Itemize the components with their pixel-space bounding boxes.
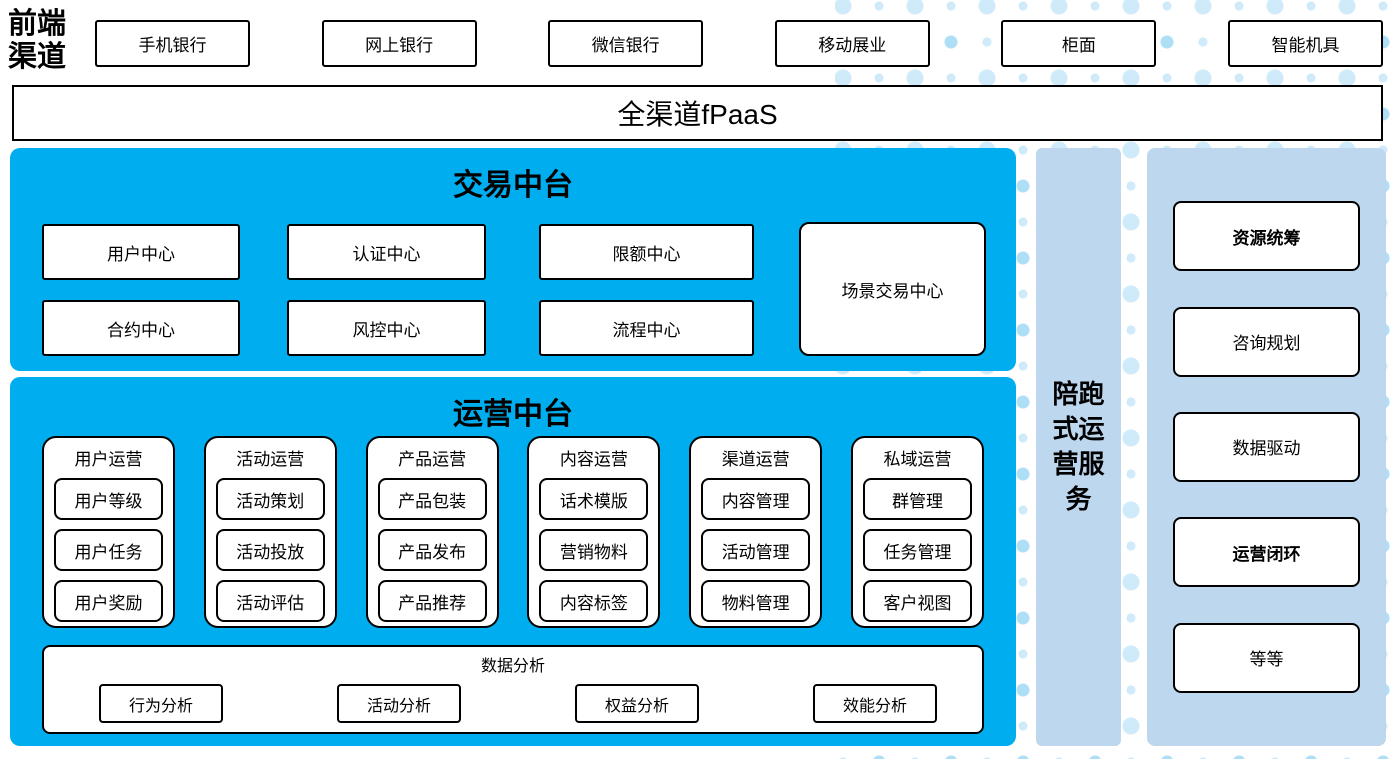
op-item: 物料管理: [701, 580, 811, 622]
analysis-activity: 活动分析: [337, 684, 461, 723]
op-column-title: 渠道运营: [721, 450, 790, 469]
analysis-rights: 权益分析: [575, 684, 699, 723]
center-process: 流程中心: [539, 300, 754, 356]
center-auth: 认证中心: [287, 224, 486, 280]
op-item: 用户等级: [54, 478, 163, 520]
op-column-channel: 渠道运营 内容管理 活动管理 物料管理: [689, 436, 823, 628]
op-item: 话术模版: [539, 478, 649, 520]
op-item: 群管理: [862, 478, 972, 520]
channel-wechat-banking: 微信银行: [548, 20, 704, 67]
channel-counter: 柜面: [1001, 20, 1157, 67]
operation-platform-title: 运营中台: [453, 398, 573, 431]
center-contract: 合约中心: [42, 300, 240, 356]
op-item: 内容管理: [701, 478, 811, 520]
fpaas-bar: 全渠道fPaaS: [12, 85, 1383, 141]
op-item: 活动投放: [215, 529, 325, 571]
op-column-title: 活动运营: [236, 450, 305, 469]
side-service-bar: 陪跑式运营服务: [1036, 148, 1121, 746]
op-column-content: 内容运营 话术模版 营销物料 内容标签: [527, 436, 661, 628]
op-column-title: 用户运营: [74, 450, 143, 469]
service-operation-loop: 运营闭环: [1173, 517, 1360, 588]
trading-platform-section: 交易中台 用户中心 认证中心 限额中心 合约中心 风控中心 流程中心 场景交易中…: [10, 148, 1016, 371]
op-item: 内容标签: [539, 580, 649, 622]
center-limit: 限额中心: [539, 224, 754, 280]
service-etc: 等等: [1173, 622, 1360, 693]
op-item: 活动管理: [701, 529, 811, 571]
op-item: 产品包装: [377, 478, 487, 520]
analysis-efficiency: 效能分析: [813, 684, 937, 723]
service-data-driven: 数据驱动: [1173, 411, 1360, 482]
data-analysis-panel: 数据分析 行为分析 活动分析 权益分析 效能分析: [42, 645, 984, 734]
center-scene-trading: 场景交易中心: [799, 222, 986, 356]
op-item: 用户任务: [54, 529, 163, 571]
op-column-private-domain: 私域运营 群管理 任务管理 客户视图: [850, 436, 984, 628]
channel-mobile-marketing: 移动展业: [774, 20, 930, 67]
op-column-title: 私域运营: [883, 450, 952, 469]
op-column-title: 内容运营: [559, 450, 628, 469]
channel-row: 手机银行 网上银行 微信银行 移动展业 柜面 智能机具: [95, 20, 1383, 67]
data-analysis-row: 行为分析 活动分析 权益分析 效能分析: [44, 676, 982, 723]
op-column-product: 产品运营 产品包装 产品发布 产品推荐: [365, 436, 499, 628]
op-column-user: 用户运营 用户等级 用户任务 用户奖励: [42, 436, 175, 628]
right-service-panel: 资源统筹 咨询规划 数据驱动 运营闭环 等等: [1147, 148, 1386, 746]
trading-platform-title: 交易中台: [453, 169, 573, 202]
op-item: 用户奖励: [54, 580, 163, 622]
data-analysis-title: 数据分析: [480, 658, 545, 675]
service-resource-coordination: 资源统筹: [1173, 201, 1360, 272]
channel-online-banking: 网上银行: [321, 20, 477, 67]
analysis-behavior: 行为分析: [99, 684, 223, 723]
operation-columns: 用户运营 用户等级 用户任务 用户奖励 活动运营 活动策划 活动投放 活动评估 …: [42, 436, 984, 628]
op-item: 活动策划: [215, 478, 325, 520]
op-item: 产品发布: [377, 529, 487, 571]
service-consulting-planning: 咨询规划: [1173, 306, 1360, 377]
op-item: 活动评估: [215, 580, 325, 622]
front-channel-label: 前端渠道: [8, 8, 67, 74]
channel-mobile-banking: 手机银行: [95, 20, 250, 67]
op-item: 营销物料: [539, 529, 649, 571]
op-item: 产品推荐: [377, 580, 487, 622]
center-user: 用户中心: [42, 224, 240, 280]
op-item: 客户视图: [862, 580, 972, 622]
op-column-title: 产品运营: [398, 450, 467, 469]
center-risk: 风控中心: [287, 300, 486, 356]
side-service-label: 陪跑式运营服务: [1052, 378, 1105, 515]
channel-smart-devices: 智能机具: [1227, 20, 1383, 67]
op-column-activity: 活动运营 活动策划 活动投放 活动评估: [203, 436, 337, 628]
op-item: 任务管理: [862, 529, 972, 571]
operation-platform-section: 运营中台 用户运营 用户等级 用户任务 用户奖励 活动运营 活动策划 活动投放 …: [10, 377, 1016, 746]
